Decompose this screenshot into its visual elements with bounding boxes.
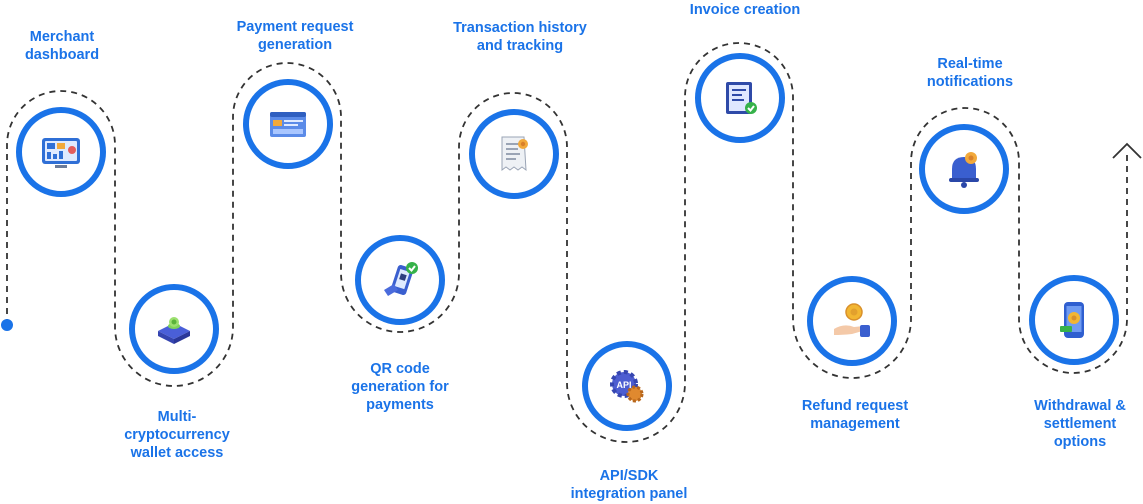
step-label-transaction-history: Transaction history and tracking	[453, 20, 587, 54]
api-gear-icon: API	[610, 370, 644, 403]
step-label-invoice-creation: Invoice creation	[689, 2, 801, 18]
phone-coin-icon	[1060, 302, 1084, 338]
step-label-api-sdk: API/SDK integration panel	[570, 468, 688, 502]
qr-code-node	[355, 235, 445, 325]
transaction-history-node	[469, 109, 559, 199]
payment-request-node	[243, 79, 333, 169]
start-dot	[1, 319, 13, 331]
receipt-icon	[501, 136, 528, 172]
step-label-qr-code: QR code generation for payments	[351, 361, 449, 413]
api-sdk-node: API	[582, 341, 672, 431]
wallet-icon	[158, 317, 190, 344]
payment-window-icon	[270, 112, 306, 137]
notifications-node	[919, 124, 1009, 214]
invoice-creation-node	[695, 53, 785, 143]
merchant-dashboard-node	[16, 107, 106, 197]
step-label-withdrawal-settlement: Withdrawal & settlement options	[1034, 398, 1126, 450]
step-label-wallet-access: Multi- cryptocurrency wallet access	[124, 409, 230, 461]
step-label-merchant-dashboard: Merchant dashboard	[24, 29, 100, 63]
step-label-notifications: Real-time notifications	[926, 56, 1014, 90]
refund-request-node	[807, 276, 897, 366]
step-label-refund-request: Refund request management	[801, 398, 909, 432]
bell-icon	[949, 152, 979, 188]
invoice-icon	[726, 82, 757, 114]
svg-text:API: API	[616, 380, 631, 390]
withdrawal-settlement-node	[1029, 275, 1119, 365]
refund-hand-icon	[834, 303, 870, 337]
dashboard-icon	[42, 138, 80, 168]
wallet-access-node	[129, 284, 219, 374]
step-label-payment-request: Payment request generation	[236, 19, 354, 53]
qr-phone-icon	[384, 262, 418, 296]
